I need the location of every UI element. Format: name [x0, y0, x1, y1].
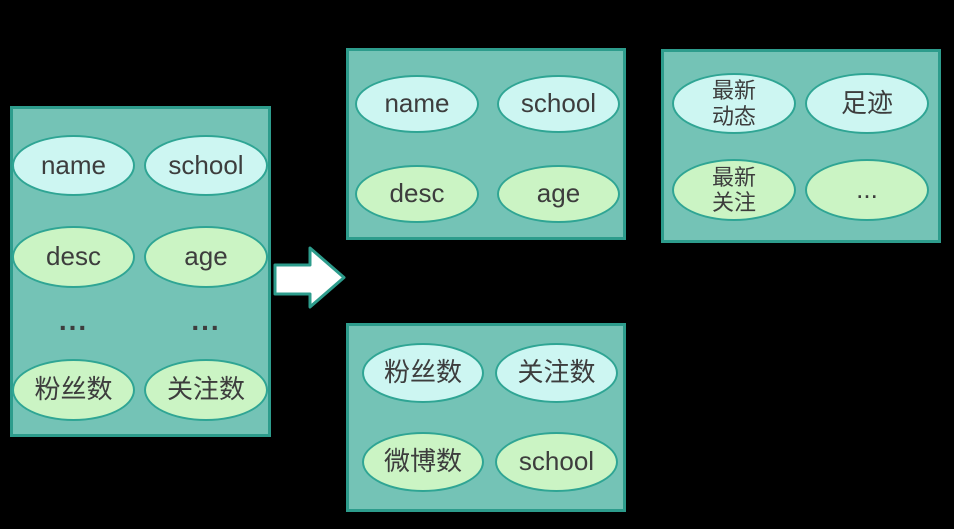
attribute-label: 关注数 — [517, 357, 596, 388]
attribute-label: name — [384, 88, 450, 119]
attribute-ellipse: 最新 动态 — [672, 73, 796, 134]
attribute-label: school — [520, 88, 597, 119]
attribute-label: 最新 动态 — [711, 78, 756, 129]
attribute-label: name — [40, 149, 107, 180]
attribute-ellipse: 微博数 — [362, 432, 484, 492]
attribute-ellipse: name — [355, 75, 479, 133]
top-right-attributes-box: 最新 动态 足迹 最新 关注 ... — [661, 49, 941, 243]
attribute-label: 粉丝数 — [383, 357, 462, 388]
attribute-label: school — [518, 446, 595, 477]
attribute-ellipse: 足迹 — [805, 73, 929, 134]
attribute-label: 足迹 — [840, 87, 893, 118]
attribute-ellipse: 关注数 — [495, 343, 618, 403]
attribute-ellipse: 关注数 — [144, 359, 268, 421]
attribute-ellipse: school — [144, 135, 268, 196]
attribute-label: 微博数 — [383, 446, 462, 477]
attribute-label: age — [536, 178, 581, 209]
attribute-ellipse: name — [12, 135, 135, 196]
attribute-label: school — [168, 149, 244, 180]
attribute-ellipse: desc — [12, 226, 135, 288]
attribute-label: 粉丝数 — [34, 374, 113, 405]
attribute-ellipse: 粉丝数 — [12, 359, 135, 421]
attribute-label: age — [184, 241, 228, 272]
attribute-ellipse: school — [495, 432, 618, 492]
attribute-label: desc — [389, 178, 445, 209]
attribute-ellipse: desc — [355, 165, 479, 223]
ellipsis-text: ... — [191, 305, 221, 336]
bottom-middle-attributes-box: 粉丝数 关注数 微博数 school — [346, 323, 626, 512]
attribute-ellipse: 最新 关注 — [672, 159, 796, 221]
top-middle-attributes-box: name school desc age — [346, 48, 626, 240]
left-attributes-box: name school desc age ... ... 粉丝数 关注数 — [10, 106, 271, 437]
right-arrow-icon — [273, 246, 346, 309]
attribute-ellipse: 粉丝数 — [362, 343, 484, 403]
attribute-label: 最新 关注 — [711, 164, 756, 215]
attribute-label: ... — [856, 174, 878, 205]
attribute-ellipse: ... — [805, 159, 929, 221]
attribute-label: 关注数 — [166, 374, 245, 405]
ellipsis-text: ... — [58, 305, 89, 336]
attribute-ellipse: age — [497, 165, 620, 223]
attribute-ellipse: school — [497, 75, 620, 133]
attribute-label: desc — [46, 241, 101, 272]
attribute-ellipse: age — [144, 226, 268, 288]
